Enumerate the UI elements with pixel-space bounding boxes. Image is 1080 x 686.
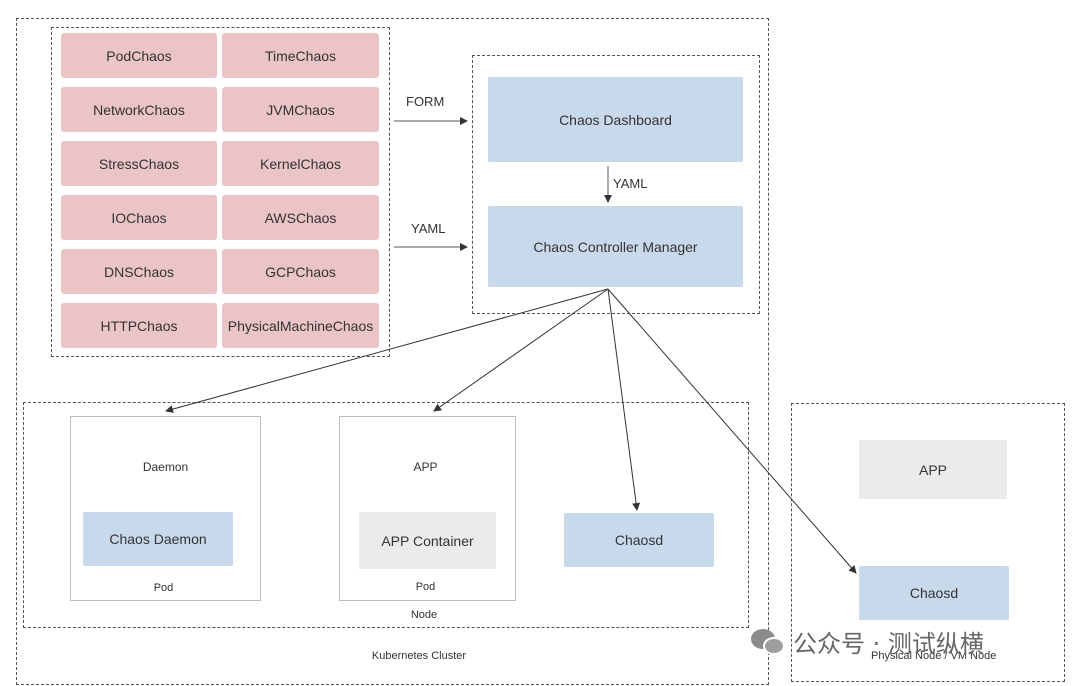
watermark-text: 公众号 · 测试纵横	[793, 630, 984, 658]
chaos-type-physical-machine: PhysicalMachineChaos	[222, 303, 379, 348]
chaos-type-jvm: JVMChaos	[222, 87, 379, 132]
chaos-type-time: TimeChaos	[222, 33, 379, 78]
physical-node-label: Physical Node / VM Node	[871, 650, 997, 662]
app-pod	[339, 416, 516, 601]
chaos-type-http: HTTPChaos	[61, 303, 217, 348]
chaos-dashboard-box: Chaos Dashboard	[488, 77, 743, 162]
chaos-type-gcp: GCPChaos	[222, 249, 379, 294]
edge-label-form: FORM	[406, 94, 445, 109]
edge-label-dashboard-yaml: YAML	[613, 176, 648, 191]
chaos-controller-manager-box: Chaos Controller Manager	[488, 206, 743, 287]
kubernetes-cluster-label: Kubernetes Cluster	[371, 650, 467, 662]
chaos-daemon-box: Chaos Daemon	[83, 512, 233, 566]
chaos-type-kernel: KernelChaos	[222, 141, 379, 186]
chaos-type-io: IOChaos	[61, 195, 217, 240]
chaos-type-network: NetworkChaos	[61, 87, 217, 132]
node-label: Node	[410, 609, 438, 621]
chaos-type-aws: AWSChaos	[222, 195, 379, 240]
daemon-pod	[70, 416, 261, 601]
app-container-box: APP Container	[359, 512, 496, 569]
physical-node-chaosd-box: Chaosd	[859, 566, 1009, 620]
chaos-type-stress: StressChaos	[61, 141, 217, 186]
app-pod-footer: Pod	[415, 581, 436, 593]
watermark: 公众号 · 测试纵横	[751, 624, 984, 659]
app-pod-title: APP	[413, 460, 438, 474]
chaos-type-dns: DNSChaos	[61, 249, 217, 294]
wechat-icon	[751, 628, 785, 655]
chaos-type-pod: PodChaos	[61, 33, 217, 78]
physical-node-app-box: APP	[859, 440, 1007, 499]
daemon-pod-title: Daemon	[142, 460, 189, 474]
edge-label-yaml: YAML	[411, 221, 446, 236]
daemon-pod-footer: Pod	[153, 582, 174, 594]
node-chaosd-box: Chaosd	[564, 513, 714, 567]
